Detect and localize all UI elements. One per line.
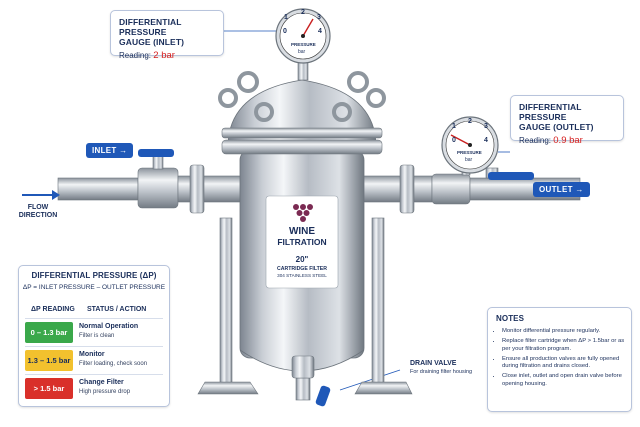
- inlet-pipe: [57, 149, 244, 214]
- outlet-dial-tick-0: 0: [452, 137, 456, 144]
- dp-status: Monitor: [79, 351, 105, 358]
- inlet-dial-tick-3: 3: [317, 14, 321, 21]
- inlet-dial-caption: PRESSURE: [291, 42, 316, 47]
- inlet-dial-unit: bar: [298, 49, 306, 55]
- dp-row: > 1.5 bar Change Filter High pressure dr…: [25, 374, 163, 402]
- dp-action: High pressure drop: [79, 389, 131, 395]
- callout-leader-lines: [222, 30, 510, 391]
- outlet-dial-unit: bar: [465, 157, 473, 163]
- drain-valve-title: DRAIN VALVE: [410, 360, 457, 367]
- inlet-reading-value: 2 bar: [153, 50, 175, 61]
- outlet-dial-tick-3: 3: [484, 123, 488, 130]
- flow-direction-label: FLOW DIRECTION: [14, 204, 62, 220]
- filter-housing-body: [218, 57, 386, 407]
- housing-size: 20": [295, 255, 309, 264]
- dp-col-reading: ΔP READING: [31, 306, 75, 313]
- inlet-gauge-dial: [275, 8, 331, 64]
- dp-status: Change Filter: [79, 379, 124, 386]
- inlet-dial-tick-4: 4: [318, 28, 322, 35]
- notes-item: Replace filter cartridge when ΔP > 1.5ba…: [502, 338, 627, 353]
- dp-range-swatch: 1.3 – 1.5 bar: [25, 350, 73, 371]
- flow-direction-line2: DIRECTION: [18, 212, 58, 219]
- notes-title: NOTES: [496, 314, 525, 323]
- flow-direction-line1: FLOW: [27, 204, 49, 211]
- outlet-reading-value: 0.9 bar: [553, 135, 583, 146]
- notes-panel: NOTES Monitor differential pressure regu…: [487, 307, 632, 412]
- housing-brand-line2: FILTRATION: [277, 237, 327, 247]
- notes-list: Monitor differential pressure regularly.…: [488, 328, 631, 388]
- outlet-dial-caption: PRESSURE: [457, 150, 482, 155]
- outlet-dial-tick-4: 4: [484, 137, 488, 144]
- dp-panel-title: DIFFERENTIAL PRESSURE (ΔP): [31, 271, 157, 280]
- notes-item: Ensure all production valves are fully o…: [502, 356, 627, 371]
- dp-range-swatch: 0 – 1.3 bar: [25, 322, 73, 343]
- outlet-gauge-callout: DIFFERENTIAL PRESSURE GAUGE (OUTLET) Rea…: [510, 95, 624, 146]
- dp-row: 0 – 1.3 bar Normal Operation Filter is c…: [25, 318, 163, 346]
- housing-type: CARTRIDGE FILTER: [276, 266, 328, 272]
- flow-direction-arrow: [22, 190, 60, 200]
- housing-material: 304 STAINLESS STEEL: [277, 273, 327, 278]
- outlet-reading-label: Reading:: [519, 136, 552, 145]
- dp-status-panel: DIFFERENTIAL PRESSURE (ΔP) ΔP = INLET PR…: [18, 265, 170, 407]
- drain-valve-label: DRAIN VALVE For draining filter housing: [410, 360, 490, 375]
- inlet-dial-tick-0: 0: [283, 28, 287, 35]
- inlet-gauge-callout: DIFFERENTIAL PRESSURE GAUGE (INLET) Read…: [110, 10, 224, 61]
- inlet-dial-tick-1: 1: [284, 14, 288, 21]
- housing-label: WINE FILTRATION 20" CARTRIDGE FILTER 304…: [266, 226, 338, 278]
- inlet-gauge-title-line2: GAUGE (INLET): [119, 37, 185, 47]
- dp-range-swatch: > 1.5 bar: [25, 378, 73, 399]
- outlet-valve-tag: OUTLET →: [533, 182, 590, 197]
- inlet-dial-tick-2: 2: [301, 9, 305, 16]
- outlet-dial-tick-2: 2: [468, 118, 472, 125]
- dp-col-status: STATUS / ACTION: [87, 306, 147, 313]
- dp-status: Normal Operation: [79, 323, 139, 330]
- outlet-gauge-dial: [441, 116, 499, 174]
- outlet-gauge-title-line1: DIFFERENTIAL PRESSURE: [519, 102, 582, 122]
- outlet-dial-tick-1: 1: [452, 123, 456, 130]
- drain-valve-subtitle: For draining filter housing: [410, 369, 473, 375]
- dp-panel-formula: ΔP = INLET PRESSURE – OUTLET PRESSURE: [22, 284, 166, 291]
- inlet-gauge-title-line1: DIFFERENTIAL PRESSURE: [119, 17, 182, 37]
- notes-item: Monitor differential pressure regularly.: [502, 328, 627, 335]
- support-legs: [197, 217, 413, 395]
- outlet-gauge-title-line2: GAUGE (OUTLET): [519, 122, 594, 132]
- dp-row: 1.3 – 1.5 bar Monitor Filter loading, ch…: [25, 346, 163, 374]
- notes-item: Close inlet, outlet and open drain valve…: [502, 373, 627, 388]
- inlet-valve-tag: INLET →: [86, 143, 134, 158]
- dp-action: Filter is clean: [79, 333, 115, 339]
- dp-action: Filter loading, check soon: [79, 361, 148, 367]
- housing-brand-line1: WINE: [288, 226, 316, 237]
- inlet-reading-label: Reading:: [119, 51, 152, 60]
